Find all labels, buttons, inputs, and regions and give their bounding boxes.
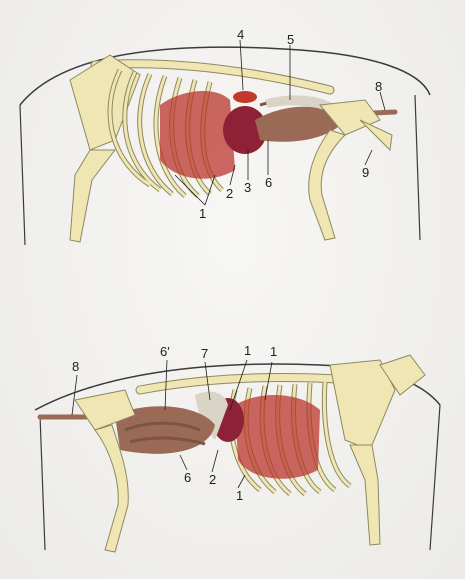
top-label-6: 6 bbox=[265, 176, 272, 189]
foreleg-bones bbox=[350, 445, 380, 545]
top-label-2: 2 bbox=[226, 187, 233, 200]
bottom-illustration bbox=[0, 320, 465, 579]
bottom-label-7: 7 bbox=[201, 347, 208, 360]
bottom-label-1-c: 1 bbox=[236, 489, 243, 502]
tail-bone bbox=[360, 120, 392, 150]
bottom-label-6: 6 bbox=[184, 471, 191, 484]
scapula bbox=[70, 55, 140, 150]
bottom-label-1-b: 1 bbox=[270, 345, 277, 358]
vessel bbox=[233, 91, 257, 103]
lung bbox=[235, 395, 320, 479]
top-label-5: 5 bbox=[287, 33, 294, 46]
bottom-figure: 8 6′ 7 1 1 1 2 6 bbox=[0, 320, 465, 579]
top-label-3: 3 bbox=[244, 181, 251, 194]
bottom-label-6-prime: 6′ bbox=[160, 345, 170, 358]
top-label-9: 9 bbox=[362, 166, 369, 179]
bottom-label-8: 8 bbox=[72, 360, 79, 373]
top-label-8: 8 bbox=[375, 80, 382, 93]
top-illustration bbox=[0, 0, 465, 290]
hindleg-bones bbox=[309, 130, 345, 240]
top-figure: 4 5 8 9 1 2 3 6 bbox=[0, 0, 465, 290]
bottom-label-1-a: 1 bbox=[244, 344, 251, 357]
foreleg-bones bbox=[70, 150, 115, 242]
top-label-4: 4 bbox=[237, 28, 244, 41]
bottom-label-2: 2 bbox=[209, 473, 216, 486]
top-label-1: 1 bbox=[199, 207, 206, 220]
